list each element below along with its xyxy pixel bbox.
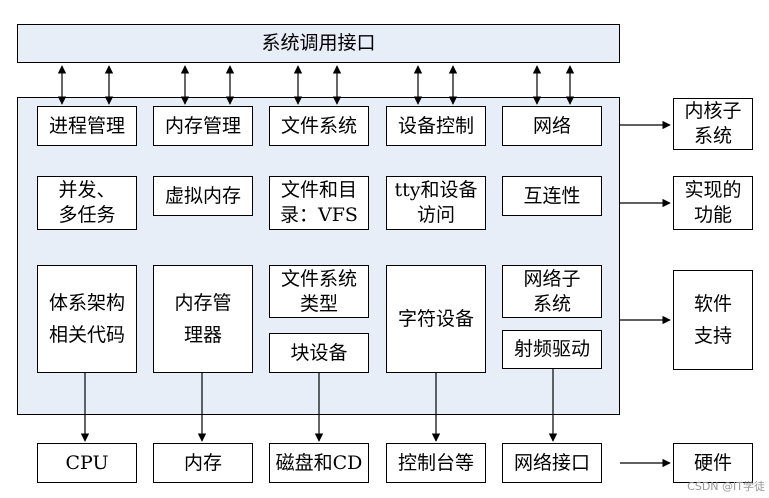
device-control-box: 设备控制 bbox=[386, 106, 486, 146]
virtual-memory-box: 虚拟内存 bbox=[153, 176, 253, 216]
block-devices-box: 块设备 bbox=[269, 333, 369, 373]
syscall-interface-bar: 系统调用接口 bbox=[17, 24, 620, 63]
implemented-functions-label-box: 实现的 功能 bbox=[673, 176, 753, 230]
file-system-box: 文件系统 bbox=[269, 106, 369, 146]
disk-cd-box: 磁盘和CD bbox=[269, 443, 369, 483]
syscall-interface-label: 系统调用接口 bbox=[261, 32, 376, 55]
memory-hardware-box: 内存 bbox=[153, 443, 253, 483]
rf-driver-box: 射频驱动 bbox=[502, 330, 602, 369]
tty-device-access-box: tty和设备 访问 bbox=[386, 176, 486, 230]
hardware-label-box: 硬件 bbox=[673, 443, 753, 483]
fs-types-box: 文件系统 类型 bbox=[269, 265, 369, 318]
memory-management-box: 内存管理 bbox=[153, 106, 253, 146]
watermark: CSDN @IT学徒 bbox=[687, 480, 765, 493]
net-interface-box: 网络接口 bbox=[502, 443, 602, 483]
char-devices-box: 字符设备 bbox=[386, 265, 486, 373]
network-box: 网络 bbox=[502, 106, 602, 146]
arch-code-box: 体系架构 相关代码 bbox=[37, 265, 137, 373]
concurrency-box: 并发、 多任务 bbox=[37, 176, 137, 230]
connectivity-box: 互连性 bbox=[502, 176, 602, 216]
files-dirs-vfs-box: 文件和目 录：VFS bbox=[269, 176, 369, 230]
network-subsystem-box: 网络子 系统 bbox=[502, 265, 602, 318]
cpu-box: CPU bbox=[37, 443, 137, 483]
software-support-label-box: 软件 支持 bbox=[673, 270, 753, 370]
console-box: 控制台等 bbox=[386, 443, 486, 483]
process-management-box: 进程管理 bbox=[37, 106, 137, 146]
kernel-subsystems-label-box: 内核子 系统 bbox=[673, 98, 753, 150]
memory-manager-box: 内存管 理器 bbox=[153, 265, 253, 373]
